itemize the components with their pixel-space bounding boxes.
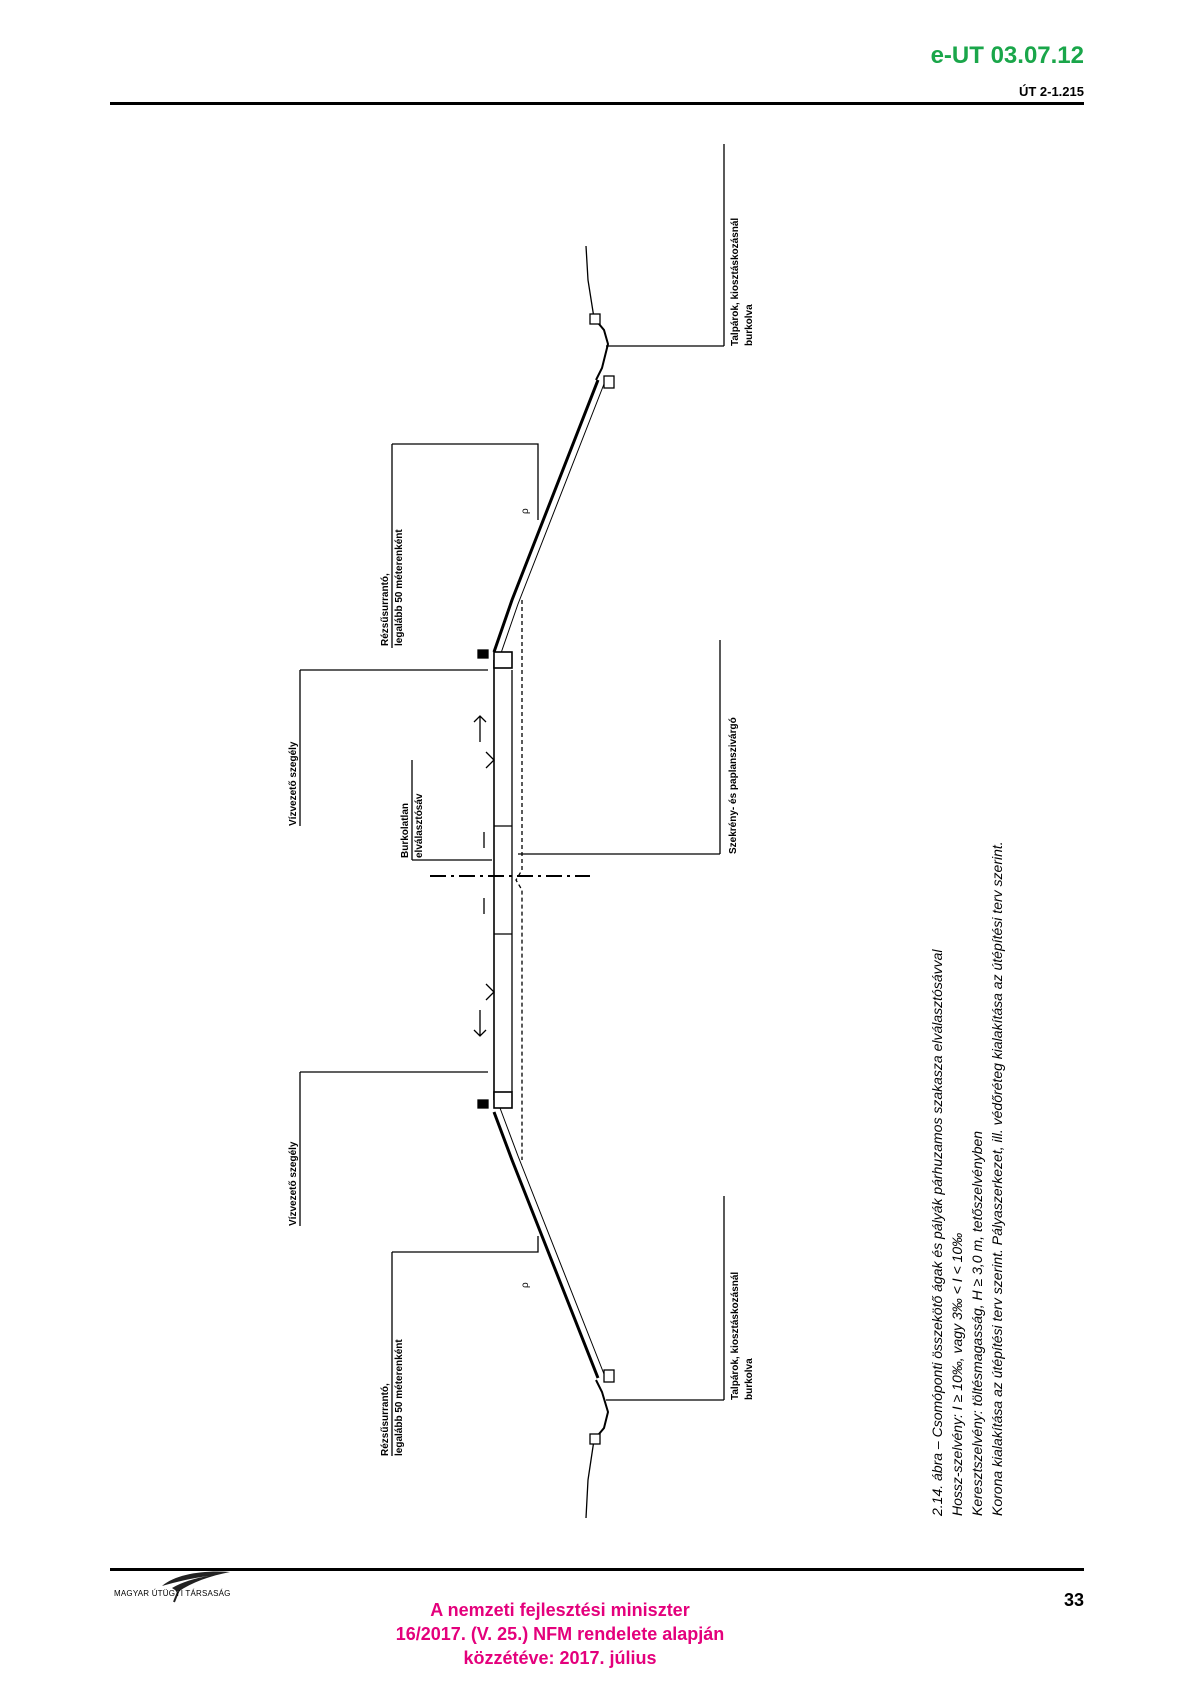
subgrade-dashed [515, 600, 523, 1160]
label-rezsu-bottom-1: Rézsűsurrantó, [380, 1383, 391, 1456]
label-rezsu-top-1: Rézsűsurrantó, [380, 573, 391, 646]
ditch-block-bottom-2 [603, 1369, 615, 1383]
label-talparok-bottom-1: Talpárok, kiosztáskozásnál [730, 1272, 741, 1400]
publisher-logo-text: MAGYAR ÚTÜGYI TÁRSASÁG [114, 1589, 231, 1598]
label-burkolatlan-2: elválasztósáv [414, 793, 425, 858]
slope-symbol-bottom: ρ [520, 1282, 531, 1288]
label-talparok-top-2: burkolva [744, 304, 755, 346]
direction-arrow-1 [473, 715, 487, 742]
footer-publication-note: A nemzeti fejlesztési miniszter 16/2017.… [350, 1598, 770, 1670]
guardrail-bottom [477, 1099, 489, 1109]
label-talparok-top-1: Talpárok, kiosztáskozásnál [730, 218, 741, 346]
document-code: e-UT 03.07.12 [930, 42, 1084, 69]
slope-bottom-outer [492, 1111, 600, 1379]
footer-rule [110, 1568, 1084, 1571]
ground-line-bottom [585, 1439, 595, 1519]
publisher-logo [162, 1571, 230, 1603]
ditch-top [593, 317, 610, 381]
header-rule [110, 102, 1084, 105]
ditch-block-bottom [589, 1433, 601, 1445]
ditch-bottom [593, 1379, 610, 1441]
caption-line-1: 2.14. ábra – Csomóponti összekötő ágak é… [929, 949, 945, 1517]
footer-note-line-1: A nemzeti fejlesztési miniszter [430, 1600, 690, 1620]
label-burkolatlan-1: Burkolatlan [400, 803, 411, 858]
slope-mark-2 [485, 983, 495, 1001]
footer-note-line-3: közzétéve: 2017. július [463, 1648, 657, 1668]
ground-line-top [585, 245, 595, 319]
slope-top-inner [499, 383, 605, 657]
label-szekreny: Szekrény- és paplanszivárgó [728, 717, 739, 854]
ditch-block-top [589, 313, 601, 325]
slope-symbol-top: ρ [520, 508, 531, 514]
caption-line-4: Korona kialakítása az útépítési terv sze… [989, 841, 1005, 1516]
label-vizvezeto-bottom: Vízvezető szegély [288, 1141, 299, 1226]
curb-bottom [493, 1091, 513, 1109]
guardrail-top [477, 649, 489, 659]
caption-line-2: Hossz-szelvény: I ≥ 10‰, vagy 3‰ < I < 1… [949, 1233, 965, 1516]
label-vizvezeto-top: Vízvezető szegély [288, 741, 299, 826]
direction-arrow-2 [473, 1010, 487, 1037]
slope-top-outer [492, 379, 600, 653]
document-reference: ÚT 2-1.215 [1018, 84, 1084, 99]
footer-note-line-2: 16/2017. (V. 25.) NFM rendelete alapján [395, 1624, 725, 1644]
curb-top [493, 651, 513, 669]
label-rezsu-top-2: legalább 50 méterenként [394, 529, 405, 646]
slope-bottom-inner [499, 1107, 605, 1375]
slope-mark-1 [485, 751, 495, 769]
leader-rezsu-top [392, 443, 539, 520]
caption-line-3: Keresztszelvény: töltésmagasság, H ≥ 3,0… [969, 1131, 985, 1516]
page-number: 33 [1063, 1590, 1084, 1610]
label-talparok-bottom-2: burkolva [744, 1358, 755, 1400]
label-rezsu-bottom-2: legalább 50 méterenként [394, 1339, 405, 1456]
leader-rezsu-bottom [392, 1236, 539, 1253]
ditch-block-top-2 [603, 375, 615, 389]
